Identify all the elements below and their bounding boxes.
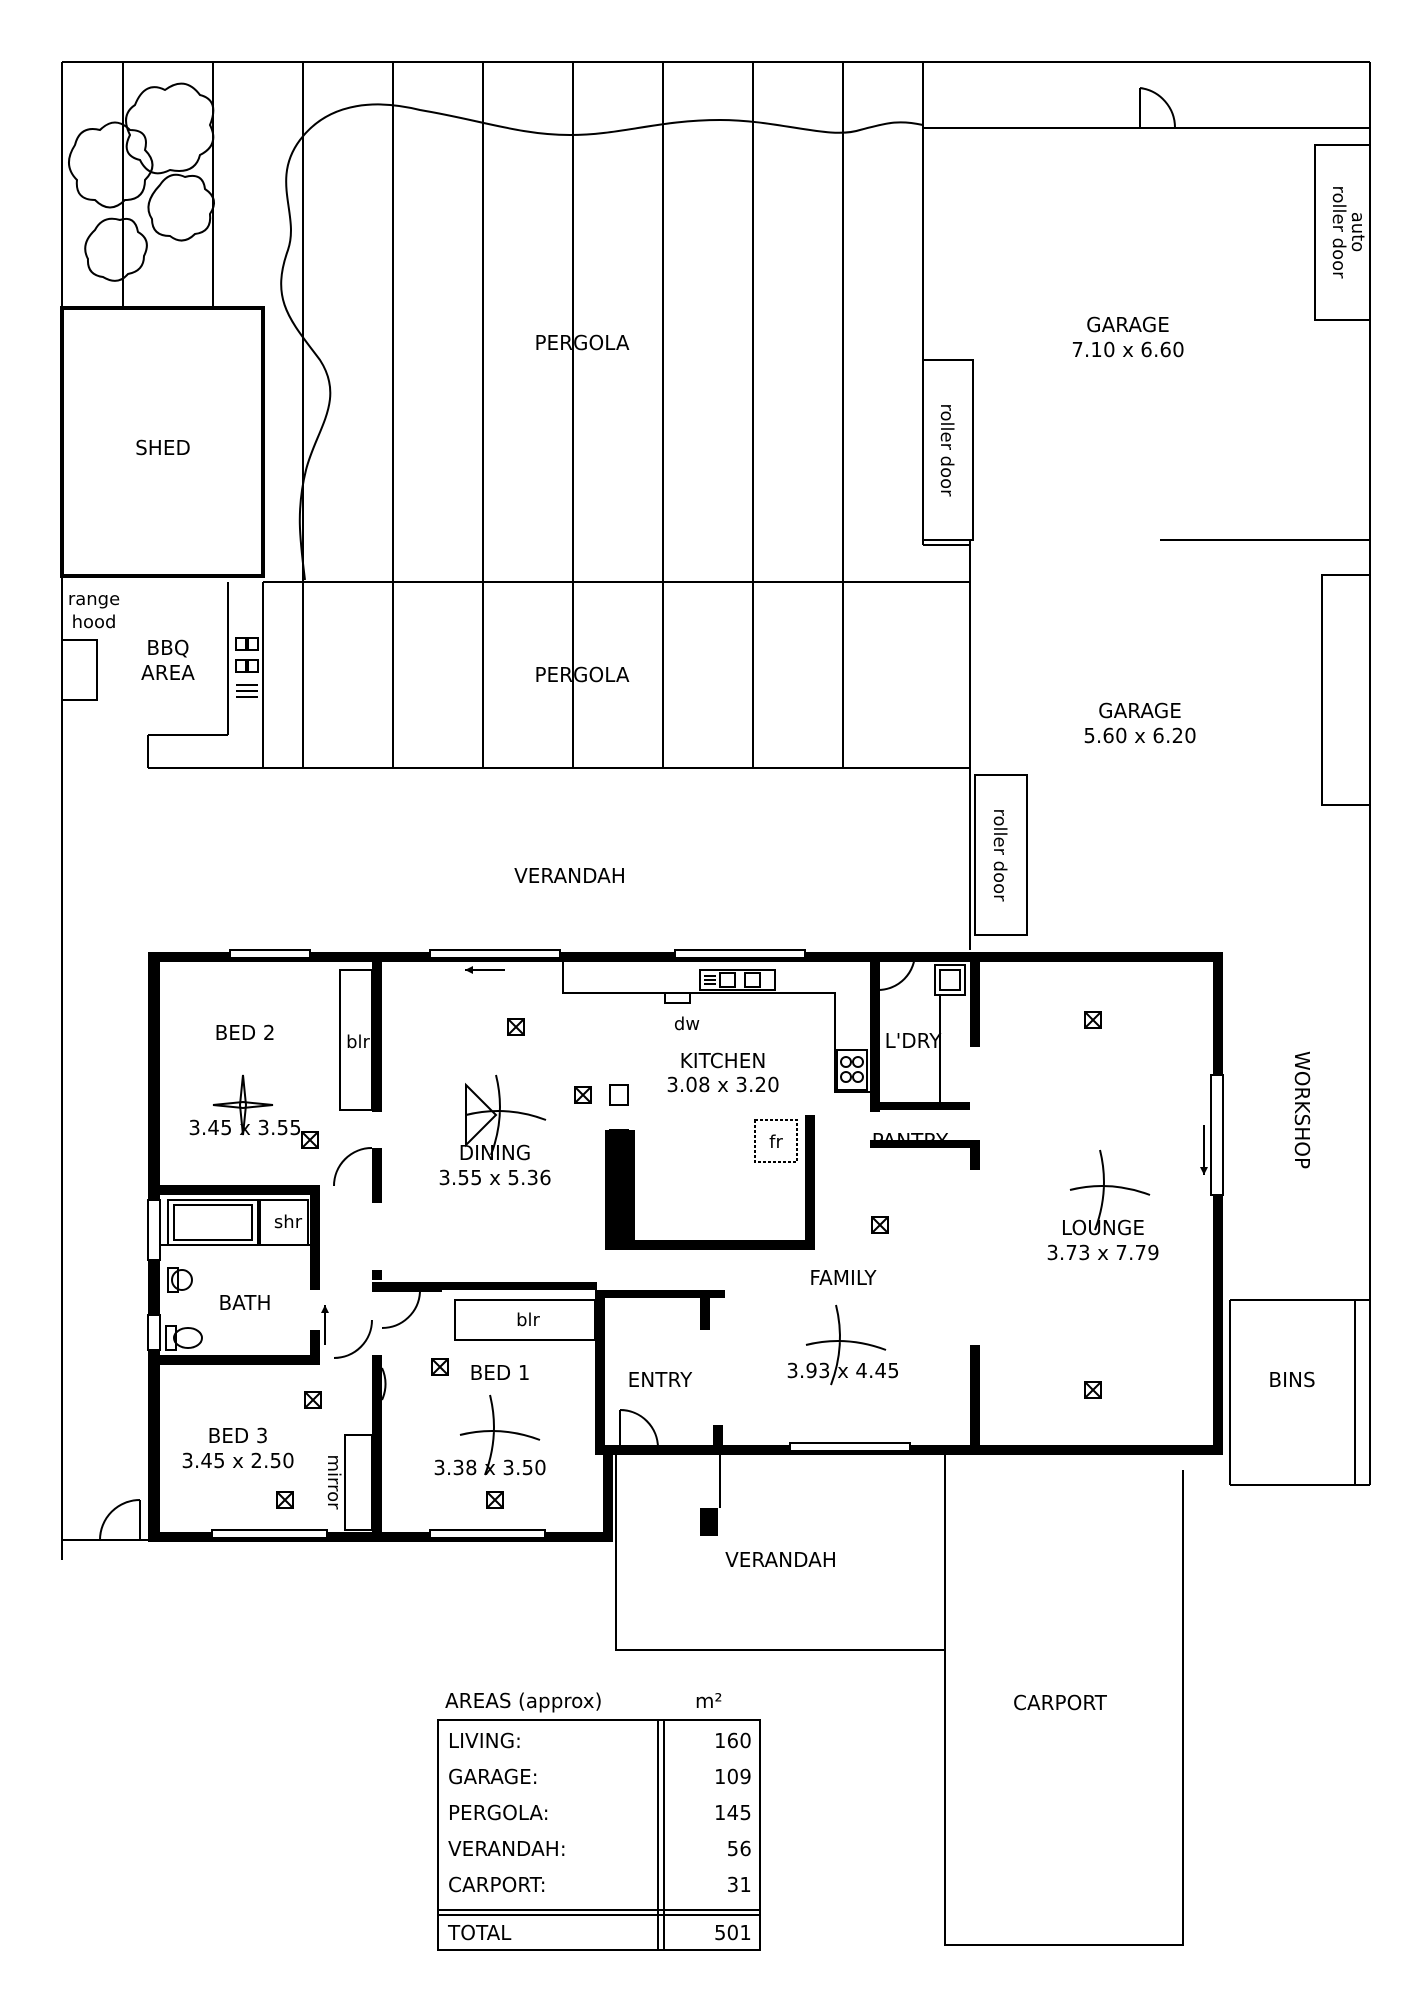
range-hood-label-1: range bbox=[68, 589, 120, 610]
auto-roller-label-2: roller door bbox=[1328, 185, 1349, 279]
shed bbox=[60, 306, 265, 578]
pergola-slats bbox=[122, 62, 970, 769]
shr-label: shr bbox=[274, 1212, 303, 1233]
areas-row-value: 145 bbox=[714, 1801, 752, 1825]
family-dims: 3.93 x 4.45 bbox=[786, 1359, 900, 1383]
blr-bed2-label: blr bbox=[346, 1032, 370, 1053]
front-outdoor bbox=[615, 1455, 1184, 1946]
areas-row-value: 160 bbox=[714, 1729, 752, 1753]
shed-label: SHED bbox=[135, 436, 191, 460]
pantry-label: PANTRY bbox=[872, 1129, 949, 1153]
areas-row-label: LIVING: bbox=[448, 1729, 522, 1753]
roller-door-2-label: roller door bbox=[989, 808, 1010, 902]
verandah-rear-label: VERANDAH bbox=[514, 864, 626, 888]
roller-door-1-label: roller door bbox=[936, 403, 957, 497]
light-fixture-icons bbox=[276, 1011, 1102, 1509]
bed3-dims: 3.45 x 2.50 bbox=[181, 1449, 295, 1473]
bbq-label-2: AREA bbox=[141, 661, 195, 685]
workshop-label: WORKSHOP bbox=[1290, 1051, 1314, 1169]
carport-label: CARPORT bbox=[1013, 1691, 1108, 1715]
auto-roller-label-1: auto bbox=[1347, 212, 1368, 253]
areas-row-value: 109 bbox=[714, 1765, 752, 1789]
garage-bottom-name: GARAGE bbox=[1098, 699, 1182, 723]
workshop-bench bbox=[1321, 574, 1371, 806]
windows bbox=[147, 949, 1224, 1539]
verandah-front-label: VERANDAH bbox=[725, 1548, 837, 1572]
areas-row-label: CARPORT: bbox=[448, 1873, 547, 1897]
lounge-name: LOUNGE bbox=[1061, 1216, 1145, 1240]
areas-row-value: 31 bbox=[727, 1873, 752, 1897]
blr-bed1-label: blr bbox=[516, 1310, 540, 1331]
areas-row-label: GARAGE: bbox=[448, 1765, 538, 1789]
garage-top-dims: 7.10 x 6.60 bbox=[1071, 338, 1185, 362]
garage-bottom-dims: 5.60 x 6.20 bbox=[1083, 724, 1197, 748]
bed1-name: BED 1 bbox=[470, 1361, 531, 1385]
bbq-area bbox=[61, 582, 264, 768]
areas-table-title: AREAS (approx) bbox=[445, 1689, 602, 1713]
areas-row-label: PERGOLA: bbox=[448, 1801, 550, 1825]
robes bbox=[339, 969, 596, 1531]
areas-table-unit: m² bbox=[695, 1689, 723, 1713]
areas-row-value: 56 bbox=[727, 1837, 752, 1861]
bbq-label-1: BBQ bbox=[146, 636, 189, 660]
auto-roller-door bbox=[1314, 144, 1371, 321]
bath-label: BATH bbox=[218, 1291, 271, 1315]
laundry-fittings bbox=[934, 964, 966, 1102]
kitchen-fittings bbox=[562, 962, 870, 1163]
fr-label: fr bbox=[769, 1132, 783, 1153]
bed1-dims: 3.38 x 3.50 bbox=[433, 1456, 547, 1480]
sliding-door-arrow-icon bbox=[321, 966, 1208, 1345]
mirror-label: mirror bbox=[323, 1454, 344, 1510]
bed3-name: BED 3 bbox=[208, 1424, 269, 1448]
laundry-label: L'DRY bbox=[885, 1029, 943, 1053]
ceiling-fan-icons bbox=[212, 1074, 1151, 1476]
dining-name: DINING bbox=[459, 1141, 532, 1165]
lounge-dims: 3.73 x 7.79 bbox=[1046, 1241, 1160, 1265]
entry-label: ENTRY bbox=[628, 1368, 693, 1392]
site-boundary bbox=[61, 61, 1371, 1560]
tree-icons bbox=[68, 82, 215, 282]
areas-total-value: 501 bbox=[714, 1921, 752, 1945]
pergola-mid-label: PERGOLA bbox=[534, 663, 629, 687]
pergola-top-label: PERGOLA bbox=[534, 331, 629, 355]
bed2-dims: 3.45 x 3.55 bbox=[188, 1116, 302, 1140]
bins-label: BINS bbox=[1268, 1368, 1315, 1392]
garden-edge bbox=[280, 103, 924, 581]
dining-dims: 3.55 x 5.36 bbox=[438, 1166, 552, 1190]
garage-walls bbox=[922, 87, 1370, 1486]
areas-row-label: VERANDAH: bbox=[448, 1837, 567, 1861]
dw-label: dw bbox=[674, 1014, 700, 1035]
areas-total-label: TOTAL bbox=[447, 1921, 512, 1945]
door-swings bbox=[99, 951, 917, 1541]
kitchen-name: KITCHEN bbox=[680, 1049, 767, 1073]
kitchen-dims: 3.08 x 3.20 bbox=[666, 1073, 780, 1097]
bed2-name: BED 2 bbox=[215, 1021, 276, 1045]
range-hood-label-2: hood bbox=[72, 612, 117, 633]
family-name: FAMILY bbox=[809, 1266, 877, 1290]
roller-door-2 bbox=[974, 774, 1028, 936]
garage-top-name: GARAGE bbox=[1086, 313, 1170, 337]
bathroom-fittings bbox=[160, 1199, 310, 1351]
roller-door-1 bbox=[922, 359, 974, 541]
